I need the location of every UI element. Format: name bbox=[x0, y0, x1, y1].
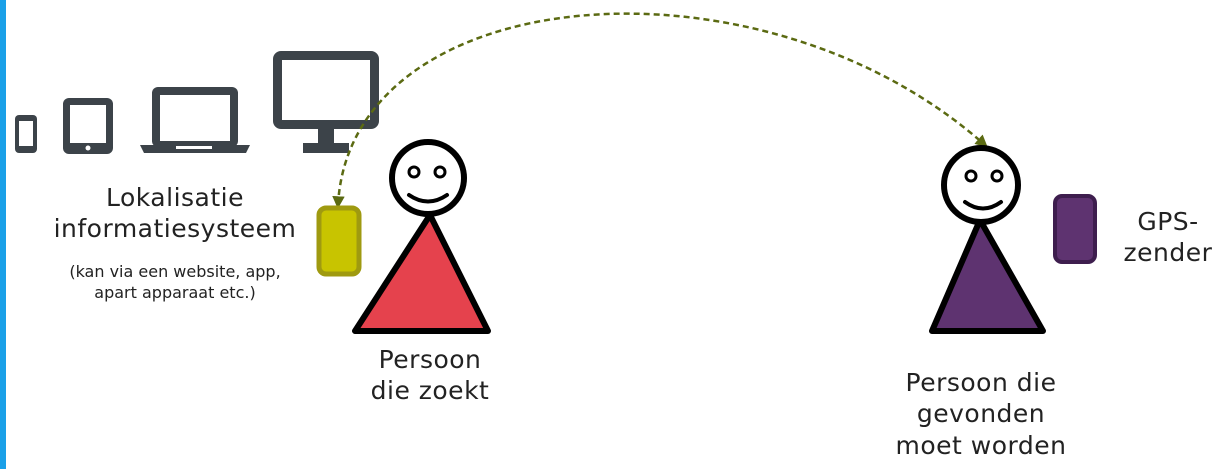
seeker-person bbox=[352, 139, 491, 334]
accent-bar bbox=[0, 0, 6, 469]
system-title-line-2: informatiesysteem bbox=[53, 214, 297, 244]
gps-label: GPS- zender bbox=[1108, 206, 1228, 269]
system-subtitle-line-1: (kan via een website, app, bbox=[69, 262, 281, 281]
system-title: Lokalisatie informatiesysteem bbox=[30, 182, 320, 245]
gps-device-icon bbox=[1053, 194, 1097, 264]
target-label-line-2: gevonden bbox=[916, 399, 1046, 429]
laptop-icon bbox=[140, 87, 250, 153]
face-icon bbox=[941, 145, 1021, 225]
seeker-label-line-1: Persoon bbox=[378, 345, 482, 374]
phone-icon bbox=[15, 115, 37, 153]
target-label: Persoon die gevonden moet worden bbox=[876, 367, 1086, 461]
system-title-line-1: Lokalisatie bbox=[105, 183, 244, 212]
gps-label-line-1: GPS- bbox=[1137, 207, 1199, 236]
seeker-device-icon bbox=[316, 205, 362, 277]
system-subtitle: (kan via een website, app, apart apparaa… bbox=[30, 262, 320, 304]
seeker-label-line-2: die zoekt bbox=[370, 376, 490, 406]
target-person bbox=[929, 145, 1046, 334]
target-label-line-1: Persoon die bbox=[905, 368, 1057, 397]
target-body bbox=[929, 217, 1046, 334]
tablet-icon bbox=[63, 98, 113, 154]
target-label-line-3: moet worden bbox=[895, 430, 1067, 460]
face-icon bbox=[389, 139, 467, 217]
gps-label-line-2: zender bbox=[1123, 238, 1213, 268]
seeker-body bbox=[352, 212, 491, 334]
tracking-arrow bbox=[332, 12, 988, 209]
monitor-icon bbox=[273, 51, 379, 153]
system-subtitle-line-2: apart apparaat etc.) bbox=[94, 282, 256, 302]
seeker-label: Persoon die zoekt bbox=[340, 344, 520, 407]
